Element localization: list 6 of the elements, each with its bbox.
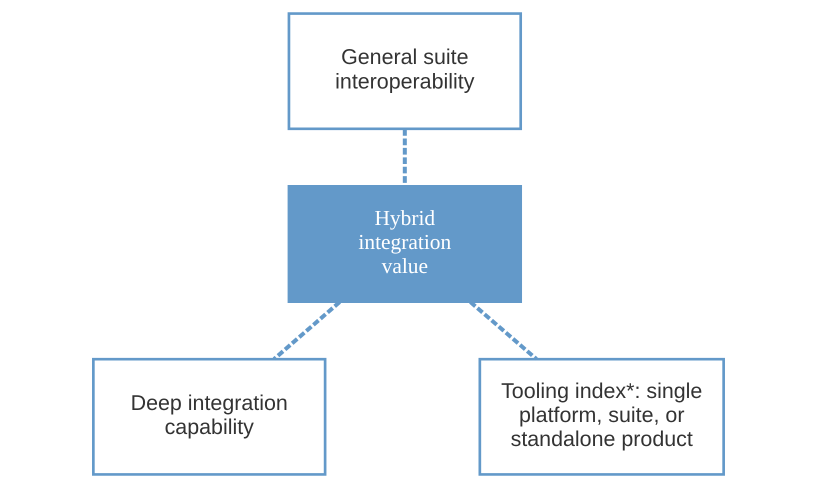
connector [469,300,538,361]
node-box: Deep integration capability [92,358,326,476]
node-box: Tooling index*: single platform, suite, or standalone product [478,358,725,476]
node-box: Hybrid integration value [288,185,522,303]
connector [272,300,341,361]
node-box: General suite interoperability [288,12,522,130]
